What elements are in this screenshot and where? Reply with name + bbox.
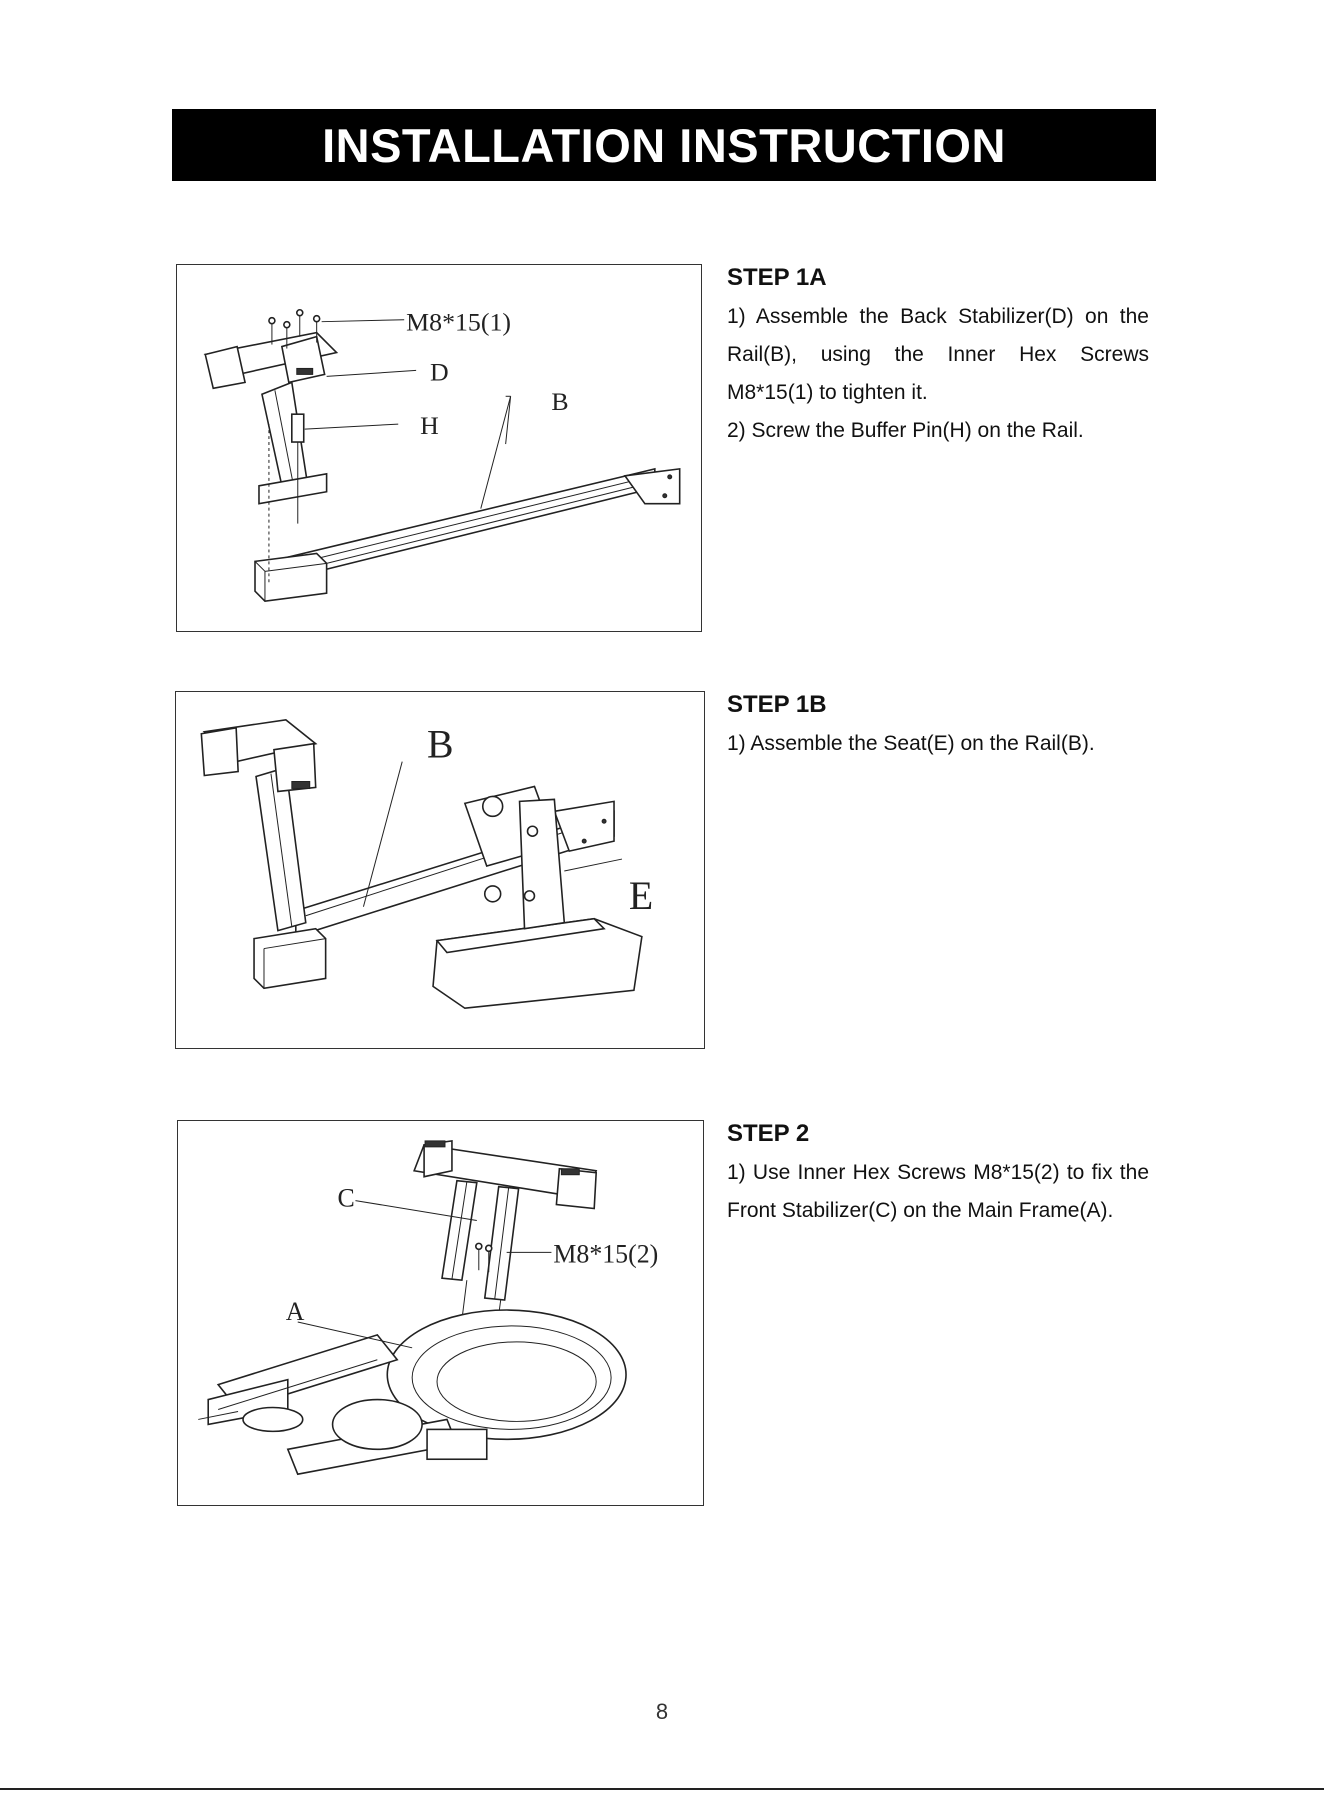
step-2: STEP 2 1) Use Inner Hex Screws M8*15(2) … xyxy=(727,1120,1149,1230)
step-1a-illustration: M8*15(1) D H B xyxy=(203,308,681,603)
step-1b-line-1: 1) Assemble the Seat(E) on the Rail(B). xyxy=(727,732,1095,755)
page-number: 8 xyxy=(655,1699,669,1724)
step-1b-diagram: B E xyxy=(175,691,705,1049)
callout-seat-e: E xyxy=(629,874,653,918)
step-1b-illustration: B E xyxy=(200,719,653,1010)
step-2-illustration: C M8*15(2) A xyxy=(198,1139,658,1476)
step-1a: STEP 1A 1) Assemble the Back Stabilizer(… xyxy=(727,264,1149,450)
step-1a-line-2: 2) Screw the Buffer Pin(H) on the Rail. xyxy=(727,419,1084,442)
callout-screws-m8-15-2: M8*15(2) xyxy=(553,1239,658,1268)
callout-buffer-pin-h: H xyxy=(420,411,439,440)
step-1b-title: STEP 1B xyxy=(727,691,827,718)
step-1a-line-1: 1) Assemble the Back Stabilizer(D) on th… xyxy=(727,305,1149,404)
callout-front-stabilizer-c: C xyxy=(338,1184,355,1213)
callout-stabilizer-d: D xyxy=(430,357,449,386)
callout-main-frame-a: A xyxy=(286,1297,305,1326)
step-2-line-1: 1) Use Inner Hex Screws M8*15(2) to fix … xyxy=(727,1161,1149,1222)
step-1a-title: STEP 1A xyxy=(727,264,827,291)
bottom-divider xyxy=(0,1788,1324,1790)
callout-screws-m8-15-1: M8*15(1) xyxy=(406,308,511,337)
callout-rail-b: B xyxy=(551,387,568,416)
step-2-diagram: C M8*15(2) A xyxy=(177,1120,704,1506)
callout-rail-b: B xyxy=(427,723,454,767)
step-1b: STEP 1B 1) Assemble the Seat(E) on the R… xyxy=(727,691,1149,763)
step-1a-diagram: M8*15(1) D H B xyxy=(176,264,702,632)
step-2-title: STEP 2 xyxy=(727,1120,810,1147)
page-title: INSTALLATION INSTRUCTION xyxy=(172,109,1156,181)
